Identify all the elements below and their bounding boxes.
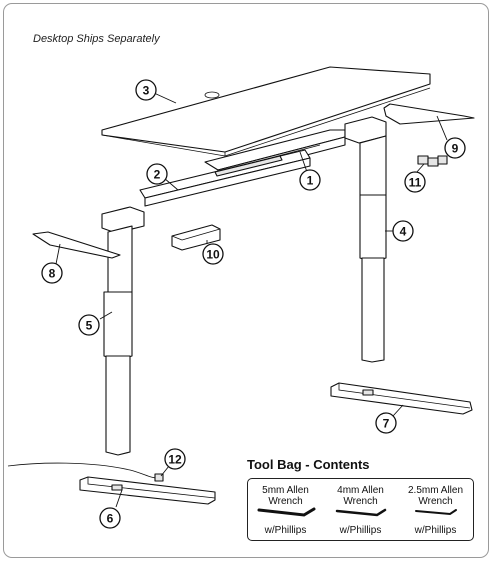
part-callout-7: 7	[375, 412, 397, 434]
part-number-label: 8	[49, 267, 56, 281]
tool-note: w/Phillips	[414, 525, 457, 536]
part-callout-11: 11	[404, 171, 426, 193]
part-number-label: 1	[307, 174, 314, 188]
part-number-label: 6	[107, 512, 114, 526]
right-bracket-part	[383, 103, 475, 125]
part-number-label: 10	[206, 248, 220, 262]
callout-leaders	[55, 92, 448, 508]
part-number-label: 3	[143, 84, 150, 98]
power-cord-part	[7, 462, 164, 482]
desktop-part	[101, 66, 431, 157]
part-number-label: 5	[86, 319, 93, 333]
left-leg-part	[101, 206, 145, 456]
right-foot-part	[330, 382, 473, 415]
part-callout-10: 10	[202, 243, 224, 265]
part-callout-6: 6	[99, 507, 121, 529]
part-callout-12: 12	[164, 448, 186, 470]
hardware-part	[417, 155, 448, 167]
part-callout-4: 4	[392, 220, 414, 242]
control-box-part	[171, 224, 221, 251]
tool-bag-box: 5mm Allen Wrench w/Phillips 4mm Allen Wr…	[247, 478, 474, 541]
left-bracket-part	[32, 231, 121, 259]
right-leg-part	[344, 116, 387, 363]
tool-name: 4mm Allen Wrench	[337, 485, 384, 507]
tool-note: w/Phillips	[264, 525, 307, 536]
part-number-label: 4	[400, 225, 407, 239]
desktop-note: Desktop Ships Separately	[33, 33, 160, 45]
tool-bag-title: Tool Bag - Contents	[247, 457, 370, 472]
tool-4mm-wrench: 4mm Allen Wrench w/Phillips	[323, 479, 398, 542]
side-beam-part	[139, 149, 311, 207]
part-callout-8: 8	[41, 262, 63, 284]
tool-name: 5mm Allen Wrench	[262, 485, 309, 507]
diagram-frame	[3, 3, 489, 558]
part-number-label: 9	[452, 142, 459, 156]
part-callout-1: 1	[299, 169, 321, 191]
part-number-label: 7	[383, 417, 390, 431]
allen-wrench-icon	[415, 509, 457, 516]
tool-note: w/Phillips	[339, 525, 382, 536]
part-number-label: 11	[409, 176, 422, 190]
part-callout-9: 9	[444, 137, 466, 159]
allen-wrench-icon	[257, 507, 316, 517]
part-callout-2: 2	[146, 163, 168, 185]
part-callout-3: 3	[135, 79, 157, 101]
allen-wrench-icon	[335, 508, 387, 517]
part-callout-5: 5	[78, 314, 100, 336]
tool-name: 2.5mm Allen Wrench	[407, 485, 464, 507]
tool-2-5mm-wrench: 2.5mm Allen Wrench w/Phillips	[398, 479, 473, 542]
tool-5mm-wrench: 5mm Allen Wrench w/Phillips	[248, 479, 323, 542]
left-foot-part	[79, 476, 216, 505]
part-number-label: 2	[154, 168, 161, 182]
part-number-label: 12	[168, 453, 182, 467]
